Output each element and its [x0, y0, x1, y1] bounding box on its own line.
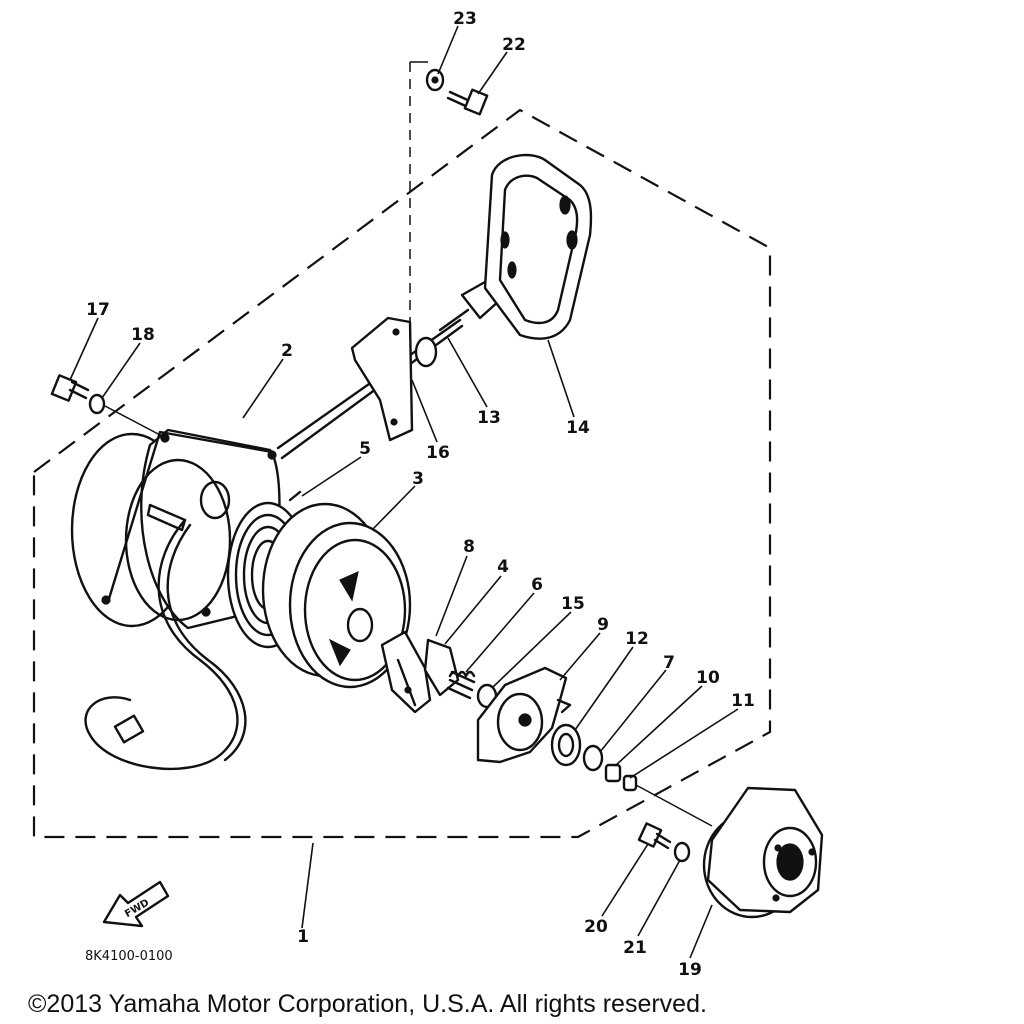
fwd-arrow-icon: FWD — [102, 880, 170, 928]
part-label-7: 7 — [663, 653, 675, 673]
bolt-11-drawing — [622, 774, 638, 792]
bolt-20-drawing — [637, 822, 672, 850]
pawl-spring-drawing — [446, 670, 476, 700]
washer-7-drawing — [582, 744, 604, 772]
part-label-23: 23 — [453, 9, 477, 29]
part-label-13: 13 — [477, 408, 501, 428]
part-label-8: 8 — [463, 537, 475, 557]
part-label-20: 20 — [584, 917, 608, 937]
part-label-1: 1 — [297, 927, 309, 947]
nut-drawing — [604, 763, 622, 783]
starter-handle-drawing — [438, 153, 593, 340]
diagram-code: 8K4100-0100 — [85, 949, 173, 964]
ring-drawing — [550, 723, 582, 767]
starter-pulley-drawing — [702, 786, 824, 919]
rope-guide-drawing — [350, 316, 438, 442]
part-label-2: 2 — [281, 341, 293, 361]
part-label-16: 16 — [426, 443, 450, 463]
part-label-18: 18 — [131, 325, 155, 345]
pawl-clip-drawing — [423, 638, 460, 697]
part-label-15: 15 — [561, 594, 585, 614]
part-label-19: 19 — [678, 960, 702, 980]
part-label-4: 4 — [497, 557, 509, 577]
part-label-6: 6 — [531, 575, 543, 595]
part-label-3: 3 — [412, 469, 424, 489]
part-label-21: 21 — [623, 938, 647, 958]
part-label-9: 9 — [597, 615, 609, 635]
bolt-22-drawing — [446, 88, 489, 116]
part-label-22: 22 — [502, 35, 526, 55]
part-label-11: 11 — [731, 691, 755, 711]
washer-21-drawing — [673, 841, 691, 863]
washer-18-drawing — [88, 393, 106, 415]
part-label-14: 14 — [566, 418, 590, 438]
part-label-12: 12 — [625, 629, 649, 649]
pawl-drawing — [380, 630, 432, 714]
leader-lines — [69, 25, 739, 959]
part-label-5: 5 — [359, 439, 371, 459]
assembly-boundary — [32, 108, 772, 839]
sheave-drum-drawing — [261, 502, 412, 689]
bolt-17-drawing — [50, 374, 90, 402]
part-label-17: 17 — [86, 300, 110, 320]
copyright-notice: ©2013 Yamaha Motor Corporation, U.S.A. A… — [28, 990, 707, 1018]
drive-plate-drawing — [476, 666, 572, 764]
part-labels: 23 22 17 18 2 5 3 8 4 6 15 9 12 7 10 11 … — [86, 9, 755, 980]
part-label-10: 10 — [696, 668, 720, 688]
